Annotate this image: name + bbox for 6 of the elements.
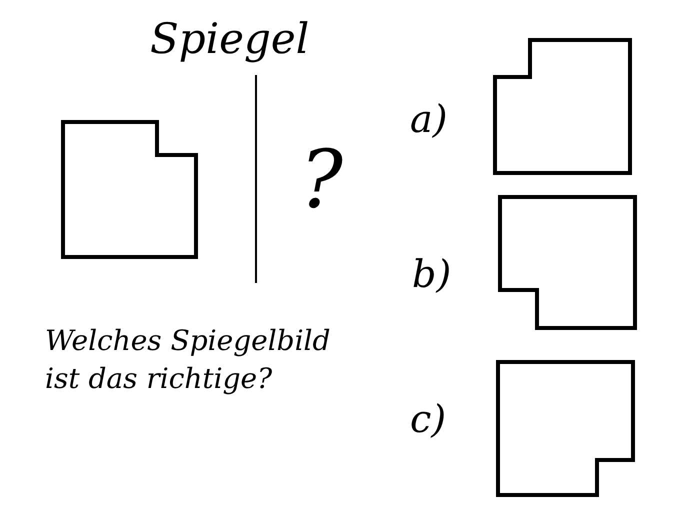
question-text: Welches Spiegelbild ist das richtige?: [45, 323, 332, 397]
option-label: a): [410, 100, 448, 138]
title: Spiegel: [150, 18, 310, 60]
question-mark: ?: [300, 140, 343, 220]
option-label: c): [410, 400, 446, 438]
option-label: b): [412, 255, 452, 293]
